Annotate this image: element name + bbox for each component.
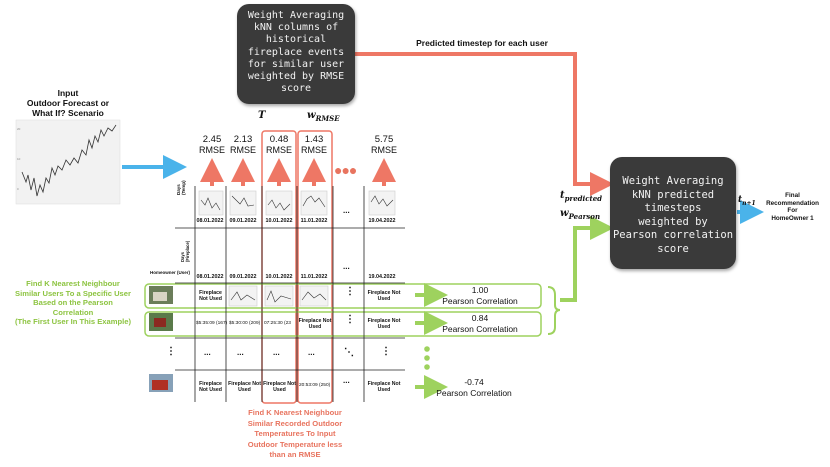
mini-fireplace-charts [228, 285, 329, 307]
pearson-arrow [560, 216, 614, 302]
predicted-timestep-arrow [355, 52, 614, 196]
cell-r1: Fireplace Not Used [367, 290, 401, 302]
cell-r3: Fireplace Not Used [263, 381, 296, 393]
date-top: 11.01.2022 [300, 218, 328, 224]
right-box-line: Pearson correlation [612, 229, 734, 241]
cell-r3: Fireplace Not Used [367, 381, 401, 393]
cell-r2: $5:30:00 (209) [229, 321, 261, 326]
right-weight-averaging-box: Weight Averaging kNN predicted timesteps… [610, 157, 736, 269]
date-mid: 09.01.2022 [229, 274, 257, 280]
cell-r2: Fireplace Not Used [367, 318, 401, 330]
cell-r1: Fireplace Not Used [199, 290, 222, 302]
t-n1-label: tn+1 [738, 195, 756, 207]
right-box-line: Weight Averaging [622, 175, 724, 187]
highlight-row-1 [144, 283, 542, 309]
cell-r3: 20:53:09 (250) [299, 383, 331, 388]
date-mid: 10.01.2022 [265, 274, 293, 280]
w-rmse-label: wRMSE [307, 110, 340, 123]
rmse-dots: ●●● [334, 162, 357, 178]
date-top: 10.01.2022 [265, 218, 293, 224]
cell-r2: 07:25:30 (23 [264, 321, 291, 326]
top-box-line: historical [265, 34, 327, 46]
ellipsis: ... [273, 348, 280, 357]
t-predicted-label: tpredicted [560, 190, 603, 203]
svg-text:10: 10 [17, 157, 21, 161]
top-box-line: for similar user [247, 58, 345, 70]
vdots: ⋮ [345, 314, 355, 325]
date-top: 19.04.2022 [368, 218, 396, 224]
top-box-line: kNN columns of [253, 22, 339, 34]
highlight-col-4 [297, 130, 333, 404]
top-box-line: fireplace events [247, 46, 345, 58]
ellipsis: ... [204, 348, 211, 357]
right-box-line: score [657, 242, 689, 255]
vdots: ⋮ [381, 346, 391, 357]
date-top: 09.01.2022 [229, 218, 257, 224]
ellipsis: ... [237, 348, 244, 357]
days-fireplace-label: Days (Fireplace) [180, 240, 190, 262]
ellipsis: ... [343, 206, 350, 215]
svg-text:20: 20 [17, 127, 21, 131]
house-thumbnails [149, 286, 173, 392]
date-mid: 08.01.2022 [196, 274, 224, 280]
T-label: T [258, 110, 266, 121]
top-box-line: Weight Averaging [247, 10, 345, 21]
cell-r3: Fireplace Not Used [199, 381, 222, 393]
date-mid: 11.01.2022 [300, 274, 328, 280]
ellipsis: ... [343, 262, 350, 271]
predicted-timestep-label: Predicted timestep for each user [416, 38, 548, 48]
date-mid: 19.04.2022 [368, 274, 396, 280]
ellipsis: ... [308, 348, 315, 357]
w-pearson-label: wPearson [560, 208, 601, 221]
right-box-line: weighted by [638, 215, 708, 228]
ellipsis: ... [343, 376, 350, 385]
top-weight-averaging-box: Weight Averaging kNN columns of historic… [237, 4, 355, 104]
mini-temp-charts [198, 190, 396, 216]
green-brace [547, 286, 561, 335]
ddots: ⋱ [344, 347, 354, 358]
top-box-line: score [280, 83, 312, 95]
right-box-line: timesteps [644, 202, 702, 214]
cell-r3: Fireplace Not Used [228, 381, 261, 393]
date-top: 08.01.2022 [196, 218, 224, 224]
right-box-line: kNN predicted [631, 188, 715, 201]
vdots: ⋮ [345, 286, 355, 297]
svg-text:0: 0 [17, 187, 19, 191]
top-box-line: weighted by RMSE [247, 71, 345, 83]
vdots: ⋮ [166, 346, 176, 357]
highlight-row-2 [144, 311, 542, 337]
homeowner-label: Homeowner (User) [150, 270, 191, 275]
input-chart: 20 10 0 [15, 119, 121, 205]
cell-r2: $5:35:09 (167) [196, 321, 228, 326]
days-temp-label: Days (Temp) [176, 180, 186, 195]
cell-r2: Fireplace Not Used [298, 318, 332, 330]
